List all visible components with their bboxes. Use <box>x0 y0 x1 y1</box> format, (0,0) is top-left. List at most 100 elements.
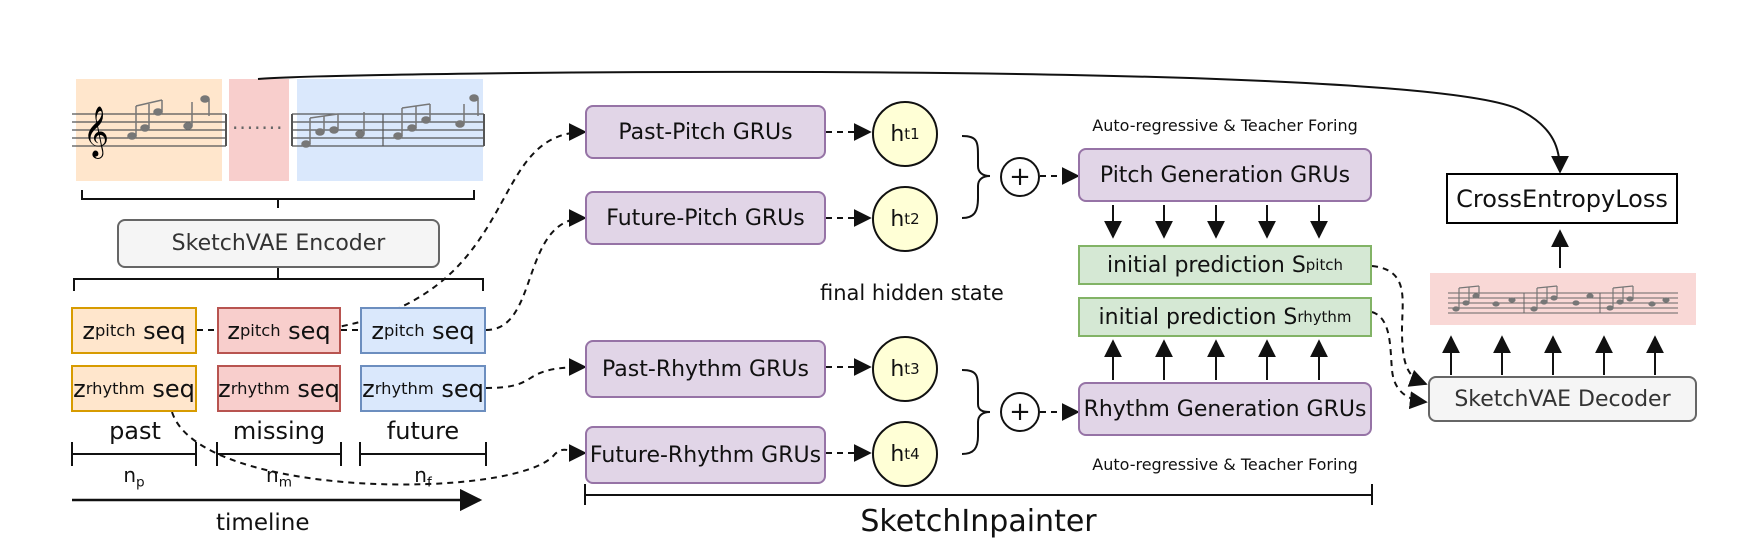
future-pitch-input-arrow <box>485 209 587 331</box>
future-pitch-gru-label: Future-Pitch GRUs <box>606 205 805 231</box>
score-to-loss-arrow <box>257 70 1569 174</box>
prediction-rhythm-subscript: rhythm <box>1297 308 1352 326</box>
decoder-output-arrows <box>1442 335 1664 375</box>
h-subscript: t <box>904 125 911 143</box>
h-symbol: h <box>890 206 905 232</box>
prediction-prefix: initial prediction S <box>1106 252 1306 278</box>
pitch-merge-brace <box>961 135 991 219</box>
z-symbol: z <box>73 374 86 403</box>
span-label-past: np <box>72 463 196 490</box>
score-notes <box>127 94 479 148</box>
column-label-future: future <box>386 417 460 445</box>
pitch-generation-note: Auto-regressive & Teacher Foring <box>1092 116 1358 135</box>
span-brackets <box>71 442 487 466</box>
plus-symbol: + <box>1009 162 1031 192</box>
h-subscript: t <box>904 360 911 378</box>
h-subscript: t <box>904 210 911 228</box>
gru-to-hidden-arrows <box>826 123 872 462</box>
score-ellipsis: ······· <box>232 116 284 140</box>
final-hidden-state-caption: final hidden state <box>820 281 1004 305</box>
rhythm-generation-gru: Rhythm Generation GRUs <box>1078 382 1372 436</box>
past-pitch-gru: Past-Pitch GRUs <box>585 105 826 159</box>
rhythm-generation-arrows <box>1104 339 1328 380</box>
future-rhythm-gru-label: Future-Rhythm GRUs <box>589 442 822 468</box>
span-subscript: p <box>136 474 145 491</box>
loss-label: CrossEntropyLoss <box>1456 184 1668 213</box>
z-pitch-subscript: pitch <box>383 321 425 340</box>
h-superscript: 4 <box>910 445 920 463</box>
past-rhythm-input-arrow <box>485 358 587 389</box>
h-superscript: 1 <box>910 125 920 143</box>
pitch-prediction-to-decoder-arrow <box>1371 265 1428 387</box>
span-base: n <box>414 463 427 487</box>
pitch-sum-node: + <box>1000 157 1040 197</box>
prediction-prefix: initial prediction S <box>1098 304 1298 330</box>
z-rhythm-subscript: rhythm <box>230 379 290 398</box>
timeline-label: timeline <box>216 510 310 536</box>
plus-symbol: + <box>1009 397 1031 427</box>
score-missing-region <box>229 79 289 181</box>
seq-label: seq <box>280 316 331 345</box>
span-subscript: f <box>426 474 432 491</box>
past-pitch-gru-label: Past-Pitch GRUs <box>618 119 793 145</box>
seq-label: seq <box>289 374 340 403</box>
encoder-label: SketchVAE Encoder <box>171 231 386 256</box>
treble-clef-icon: 𝄞 <box>83 106 109 159</box>
z-symbol: z <box>218 374 231 403</box>
sketchvae-encoder: SketchVAE Encoder <box>117 219 440 268</box>
decoded-score-region <box>1430 273 1696 325</box>
z-symbol: z <box>227 316 240 345</box>
span-label-future: nf <box>360 463 486 490</box>
seq-label: seq <box>135 316 186 345</box>
span-label-missing: nm <box>217 463 341 490</box>
decoded-score-staff <box>1448 292 1678 314</box>
pitch-generation-gru: Pitch Generation GRUs <box>1078 148 1372 202</box>
rhythm-generation-note: Auto-regressive & Teacher Foring <box>1092 455 1358 474</box>
pitch-generation-arrows <box>1104 205 1328 239</box>
future-rhythm-input-arrow <box>171 411 587 486</box>
h-superscript: 3 <box>910 360 920 378</box>
z-symbol: z <box>362 374 375 403</box>
sketchvae-decoder: SketchVAE Decoder <box>1428 376 1697 422</box>
z-rhythm-subscript: rhythm <box>374 379 434 398</box>
rhythm-prediction-to-decoder-arrow <box>1371 311 1428 410</box>
rhythm-merge-brace <box>961 369 991 455</box>
span-base: n <box>266 463 279 487</box>
z-symbol: z <box>371 316 384 345</box>
z-rhythm-subscript: rhythm <box>85 379 145 398</box>
past-rhythm-gru-label: Past-Rhythm GRUs <box>602 356 809 382</box>
decoded-score-notes <box>1452 285 1670 312</box>
rhythm-sum-node: + <box>1000 392 1040 432</box>
h-subscript: t <box>904 445 911 463</box>
sketchinpainter-label: SketchInpainter <box>860 504 1097 539</box>
z-pitch-subscript: pitch <box>239 321 281 340</box>
span-base: n <box>123 463 137 487</box>
cross-entropy-loss: CrossEntropyLoss <box>1446 173 1678 224</box>
column-label-past: past <box>109 417 161 445</box>
sketchinpainter-bracket <box>584 484 1373 505</box>
seq-label: seq <box>433 374 484 403</box>
past-rhythm-gru: Past-Rhythm GRUs <box>585 340 826 398</box>
column-label-missing: missing <box>232 417 326 445</box>
future-rhythm-gru: Future-Rhythm GRUs <box>585 426 826 484</box>
z-pitch-subscript: pitch <box>94 321 136 340</box>
span-subscript: m <box>278 474 292 491</box>
score-brace <box>81 190 475 208</box>
pitch-generation-gru-label: Pitch Generation GRUs <box>1099 162 1351 188</box>
encoder-brace <box>73 268 484 291</box>
h-symbol: h <box>890 441 905 467</box>
h-symbol: h <box>890 121 905 147</box>
z-symbol: z <box>82 316 95 345</box>
